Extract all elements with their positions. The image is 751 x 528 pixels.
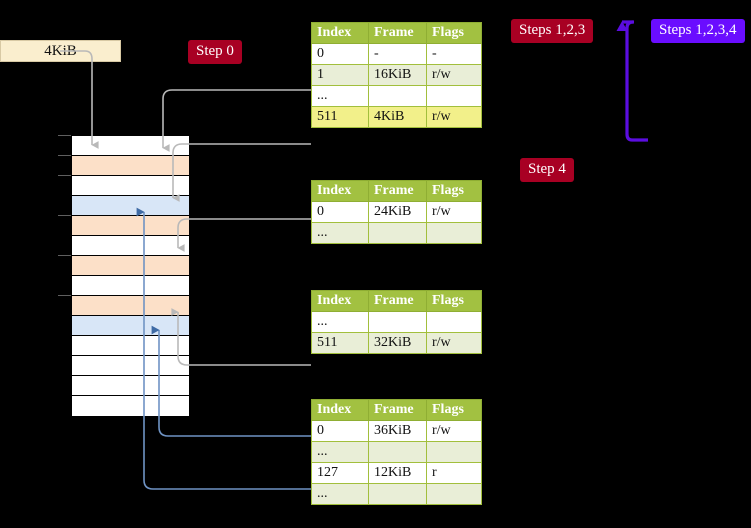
table-cell: [426, 441, 482, 463]
wire-4kib-to-frame: [60, 50, 99, 149]
table-cell: [426, 85, 482, 107]
table-header-flags: Flags: [426, 399, 482, 421]
table-cell: 12KiB: [368, 462, 427, 484]
memory-frame-row: [72, 296, 189, 316]
table-header-flags: Flags: [426, 180, 482, 202]
table-header-index: Index: [311, 180, 369, 202]
memory-frame-row: [72, 256, 189, 276]
table-header-flags: Flags: [426, 290, 482, 312]
table-cell: -: [368, 43, 427, 65]
memory-frame-row: [72, 396, 189, 416]
memory-frame-tick: [58, 175, 71, 176]
table-cell: 16KiB: [368, 64, 427, 86]
table-cell: ...: [311, 311, 369, 333]
table-cell: [368, 483, 427, 505]
table-cell: 4KiB: [368, 106, 427, 128]
table-cell: 127: [311, 462, 369, 484]
memory-frame-row: [72, 236, 189, 256]
table-cell: r/w: [426, 106, 482, 128]
memory-frame-row: [72, 336, 189, 356]
wire-table0-to-frame-2: [172, 143, 311, 202]
table-cell: [426, 483, 482, 505]
memory-frame-row: [72, 156, 189, 176]
table-header-index: Index: [311, 22, 369, 44]
memory-frame-tick: [58, 135, 71, 136]
table-cell: [368, 222, 427, 244]
memory-frame-row: [72, 276, 189, 296]
table-cell: 511: [311, 106, 369, 128]
table-row: ...: [311, 311, 482, 333]
physical-memory-column: [71, 135, 190, 416]
memory-frame-row: [72, 216, 189, 236]
table-cell: [368, 441, 427, 463]
table-header-index: Index: [311, 290, 369, 312]
table-header-frame: Frame: [368, 22, 427, 44]
memory-frame-tick: [58, 295, 71, 296]
table-row: ...: [311, 222, 482, 244]
table-header-index: Index: [311, 399, 369, 421]
table-cell: 0: [311, 201, 369, 223]
table-header-frame: Frame: [368, 399, 427, 421]
table-header-frame: Frame: [368, 290, 427, 312]
table-row: ...: [311, 85, 482, 107]
table-cell: 1: [311, 64, 369, 86]
purple-bracket-stem: [625, 20, 648, 142]
step-4-badge: Step 4: [520, 158, 574, 182]
table-cell: [426, 311, 482, 333]
table-cell: -: [426, 43, 482, 65]
wire-table1-0-to-memory: [177, 218, 311, 252]
table-cell: ...: [311, 222, 369, 244]
memory-frame-row: [72, 356, 189, 376]
table-header-frame: Frame: [368, 180, 427, 202]
memory-frame-row: [72, 176, 189, 196]
table-cell: [426, 222, 482, 244]
memory-frame-row: [72, 136, 189, 156]
table-cell: [368, 85, 427, 107]
memory-frame-tick: [58, 215, 71, 216]
memory-frame-tick: [58, 155, 71, 156]
step-0-badge: Step 0: [188, 40, 242, 64]
table-cell: 24KiB: [368, 201, 427, 223]
table-cell: r/w: [426, 332, 482, 354]
table-cell: 36KiB: [368, 420, 427, 442]
table-cell: [368, 311, 427, 333]
wire-table2-511-to-memory: [171, 308, 311, 366]
table-cell: ...: [311, 483, 369, 505]
memory-frame-tick: [58, 255, 71, 256]
table-cell: r: [426, 462, 482, 484]
table-cell: ...: [311, 441, 369, 463]
table-cell: r/w: [426, 420, 482, 442]
table-cell: 511: [311, 332, 369, 354]
table-cell: r/w: [426, 64, 482, 86]
memory-frame-row: [72, 196, 189, 216]
steps-1234-badge: Steps 1,2,3,4: [651, 19, 745, 43]
table-cell: 0: [311, 43, 369, 65]
four-kib-label: 4KiB: [44, 42, 77, 59]
table-row: ...: [311, 483, 482, 505]
table-row: 0--: [311, 43, 482, 65]
table-row: ...: [311, 441, 482, 463]
table-header-flags: Flags: [426, 22, 482, 44]
four-kib-label-box: 4KiB: [0, 40, 121, 62]
table-cell: 0: [311, 420, 369, 442]
steps-123-badge: Steps 1,2,3: [511, 19, 594, 43]
table-cell: ...: [311, 85, 369, 107]
memory-frame-row: [72, 316, 189, 336]
table-cell: 32KiB: [368, 332, 427, 354]
table-cell: r/w: [426, 201, 482, 223]
memory-frame-row: [72, 376, 189, 396]
